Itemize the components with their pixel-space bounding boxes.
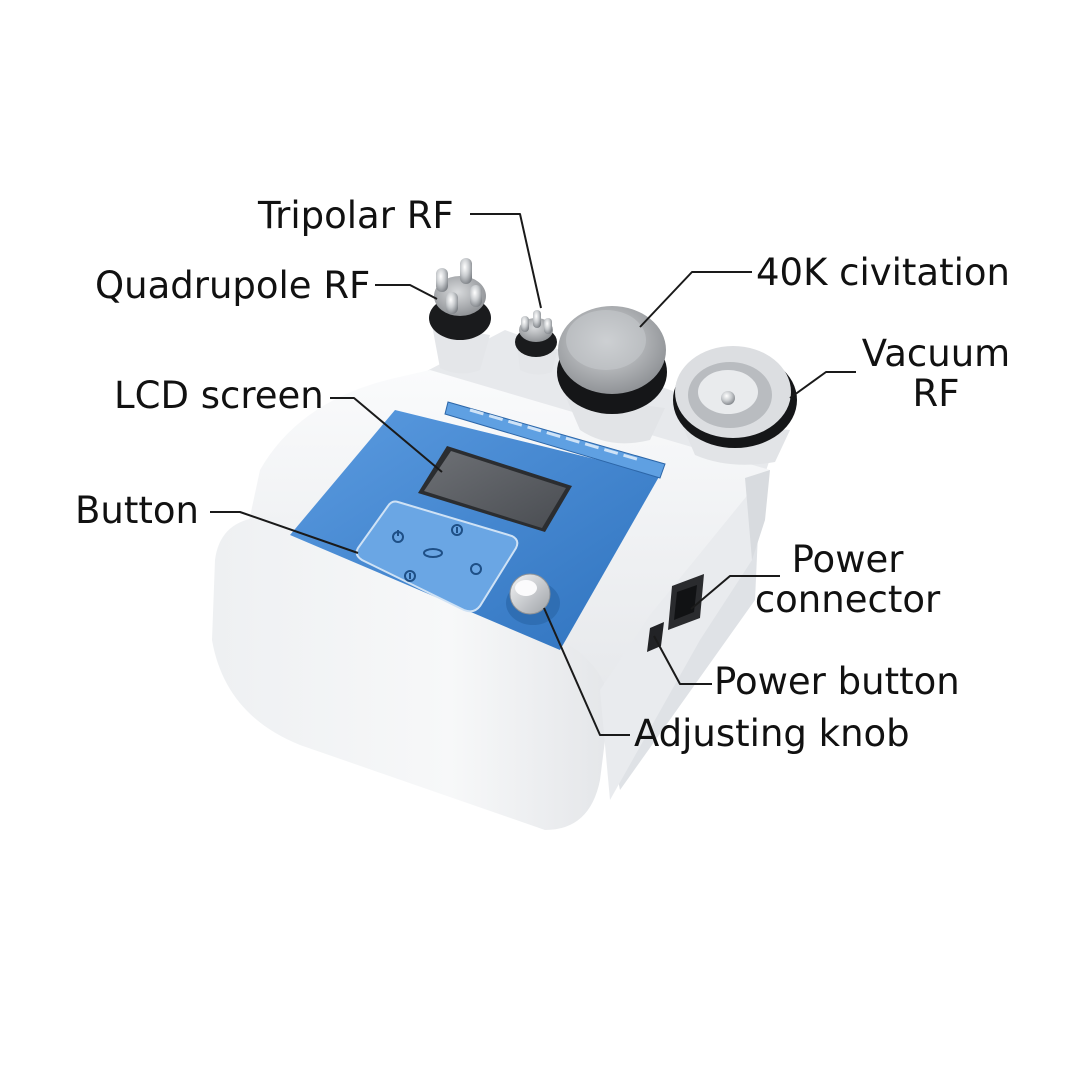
- button-keypad: [355, 500, 519, 613]
- label-tripolar-rf: Tripolar RF: [258, 194, 454, 237]
- label-power-connector: Power connector: [750, 540, 945, 620]
- leader-lcd-screen: [330, 397, 443, 473]
- lcd-screen: [418, 446, 572, 532]
- leader-button: [210, 511, 359, 554]
- label-lcd-screen: LCD screen: [114, 374, 324, 417]
- leader-tripolar-rf: [470, 213, 542, 309]
- brand-text-strip: [469, 408, 641, 462]
- label-power-connector-line1: Power: [791, 538, 904, 581]
- leader-power-connector: [690, 575, 780, 610]
- label-adjusting-knob: Adjusting knob: [634, 712, 910, 755]
- label-vacuum-rf-line2: RF: [912, 372, 960, 415]
- label-power-button: Power button: [714, 660, 960, 703]
- minus-icon[interactable]: [423, 548, 443, 558]
- label-power-connector-line2: connector: [754, 578, 941, 621]
- reset-icon[interactable]: [470, 563, 482, 575]
- leader-power-button: [653, 635, 712, 685]
- leader-vacuum-rf: [789, 371, 856, 399]
- power-connector[interactable]: [668, 574, 704, 630]
- quadrupole-rf-probe: [429, 258, 491, 374]
- label-vacuum-rf-line1: Vacuum: [861, 332, 1011, 375]
- leader-quadrupole-rf: [375, 284, 438, 300]
- cavitation-40k-probe: [557, 306, 667, 444]
- vacuum-rf-probe: [673, 346, 797, 465]
- power-icon[interactable]: [392, 530, 404, 543]
- tripolar-rf-probe: [515, 310, 557, 375]
- up-icon[interactable]: [451, 524, 463, 536]
- leader-40k-civitation: [639, 271, 752, 328]
- down-icon[interactable]: [404, 570, 416, 582]
- leader-adjusting-knob: [543, 607, 630, 736]
- label-button: Button: [75, 489, 199, 532]
- label-vacuum-rf: Vacuum RF: [856, 334, 1016, 414]
- label-quadrupole-rf: Quadrupole RF: [95, 264, 371, 307]
- label-40k-civitation: 40K civitation: [756, 251, 1010, 294]
